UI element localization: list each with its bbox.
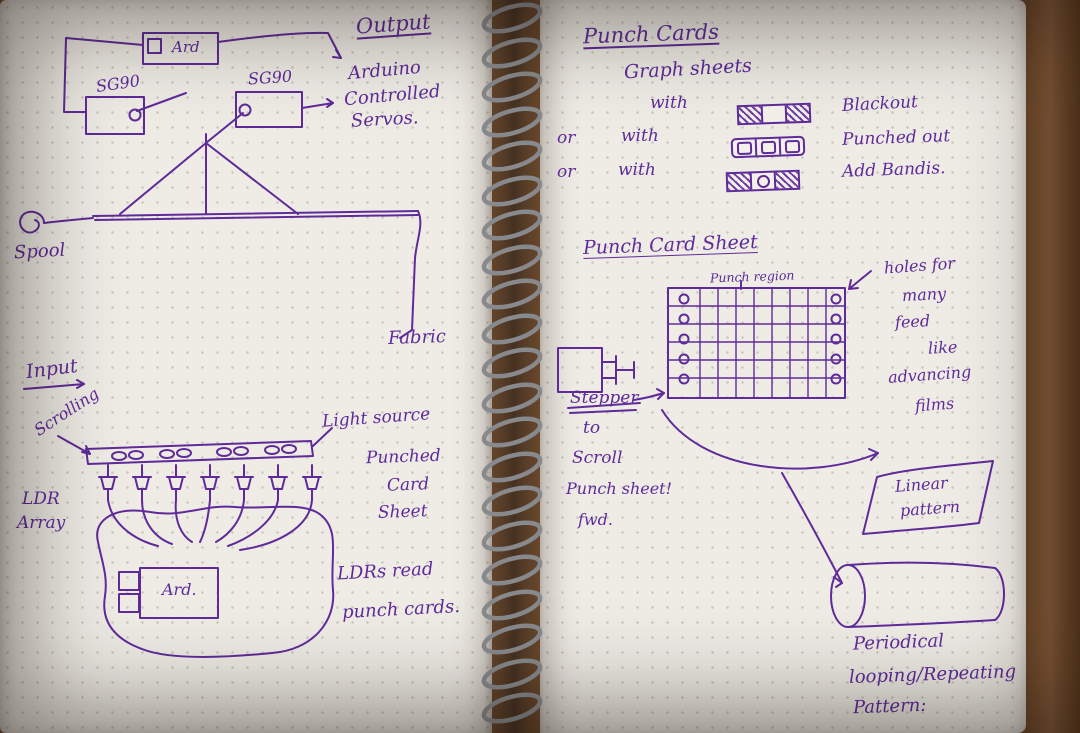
label-ldr-1: LDR bbox=[22, 489, 60, 509]
label-output-title: Output bbox=[355, 9, 432, 39]
label-ldr-note-1: LDRs read bbox=[336, 558, 434, 585]
label-punch-cards-title: Punch Cards bbox=[582, 19, 720, 49]
card-pattern-punched-out-icon bbox=[730, 135, 806, 159]
punched-hole-cell bbox=[781, 138, 804, 155]
label-punched-2: Card bbox=[386, 474, 430, 496]
label-add-bandis: Add Bandis. bbox=[841, 158, 946, 182]
label-or-1: or bbox=[557, 128, 576, 148]
punched-hole-cell bbox=[756, 138, 782, 156]
punched-hole bbox=[760, 140, 776, 154]
punched-hole bbox=[784, 139, 800, 153]
label-fwd: fwd. bbox=[578, 510, 613, 529]
label-or-2: or bbox=[557, 162, 576, 182]
label-servo-right: SG90 bbox=[247, 66, 293, 89]
label-scroll: Scroll bbox=[572, 448, 623, 468]
label-punched-3: Sheet bbox=[377, 501, 428, 523]
hatched-cell bbox=[775, 171, 799, 189]
punched-hole bbox=[736, 141, 752, 155]
label-punch-region: Punch region bbox=[709, 267, 795, 286]
label-holes-3: feed bbox=[894, 311, 931, 332]
label-arduino-box: Ard bbox=[172, 38, 200, 56]
plain-cell bbox=[762, 105, 788, 123]
label-with-3: with bbox=[618, 160, 656, 180]
hatched-cell bbox=[786, 104, 810, 122]
label-fabric: Fabric bbox=[387, 325, 447, 350]
label-linear-2: pattern bbox=[899, 496, 961, 521]
card-pattern-add-bandis-icon bbox=[725, 169, 801, 193]
hatched-cell bbox=[738, 106, 764, 124]
label-servo-note-3: Servos. bbox=[350, 107, 420, 132]
hatched-cell bbox=[727, 173, 753, 191]
label-periodic-1: Periodical bbox=[852, 630, 945, 655]
label-punched-out: Punched out bbox=[841, 126, 951, 150]
table-surface bbox=[1026, 0, 1080, 733]
circle-hole bbox=[756, 174, 770, 188]
label-punch-sheet: Punch sheet! bbox=[566, 479, 673, 498]
label-ldr-2: Array bbox=[17, 513, 66, 533]
label-spool: Spool bbox=[13, 239, 66, 264]
label-blackout: Blackout bbox=[841, 92, 919, 116]
label-punched-1: Punched bbox=[365, 445, 442, 469]
label-stepper: Stepper bbox=[570, 388, 639, 408]
label-with-1: with bbox=[650, 93, 688, 113]
page-gap-shadow bbox=[484, 0, 544, 733]
punched-hole-cell bbox=[732, 139, 758, 157]
label-arduino-box-2: Ard. bbox=[162, 580, 197, 599]
label-periodic-3: Pattern: bbox=[852, 694, 927, 719]
card-pattern-blackout-icon bbox=[736, 102, 812, 126]
label-holes-4: like bbox=[927, 337, 958, 358]
label-with-2: with bbox=[621, 126, 659, 146]
label-holes-2: many bbox=[901, 283, 947, 306]
circle-hole-cell bbox=[751, 172, 777, 190]
label-to: to bbox=[583, 418, 601, 438]
label-holes-6: films bbox=[914, 393, 955, 416]
label-linear-1: Linear bbox=[894, 473, 949, 496]
